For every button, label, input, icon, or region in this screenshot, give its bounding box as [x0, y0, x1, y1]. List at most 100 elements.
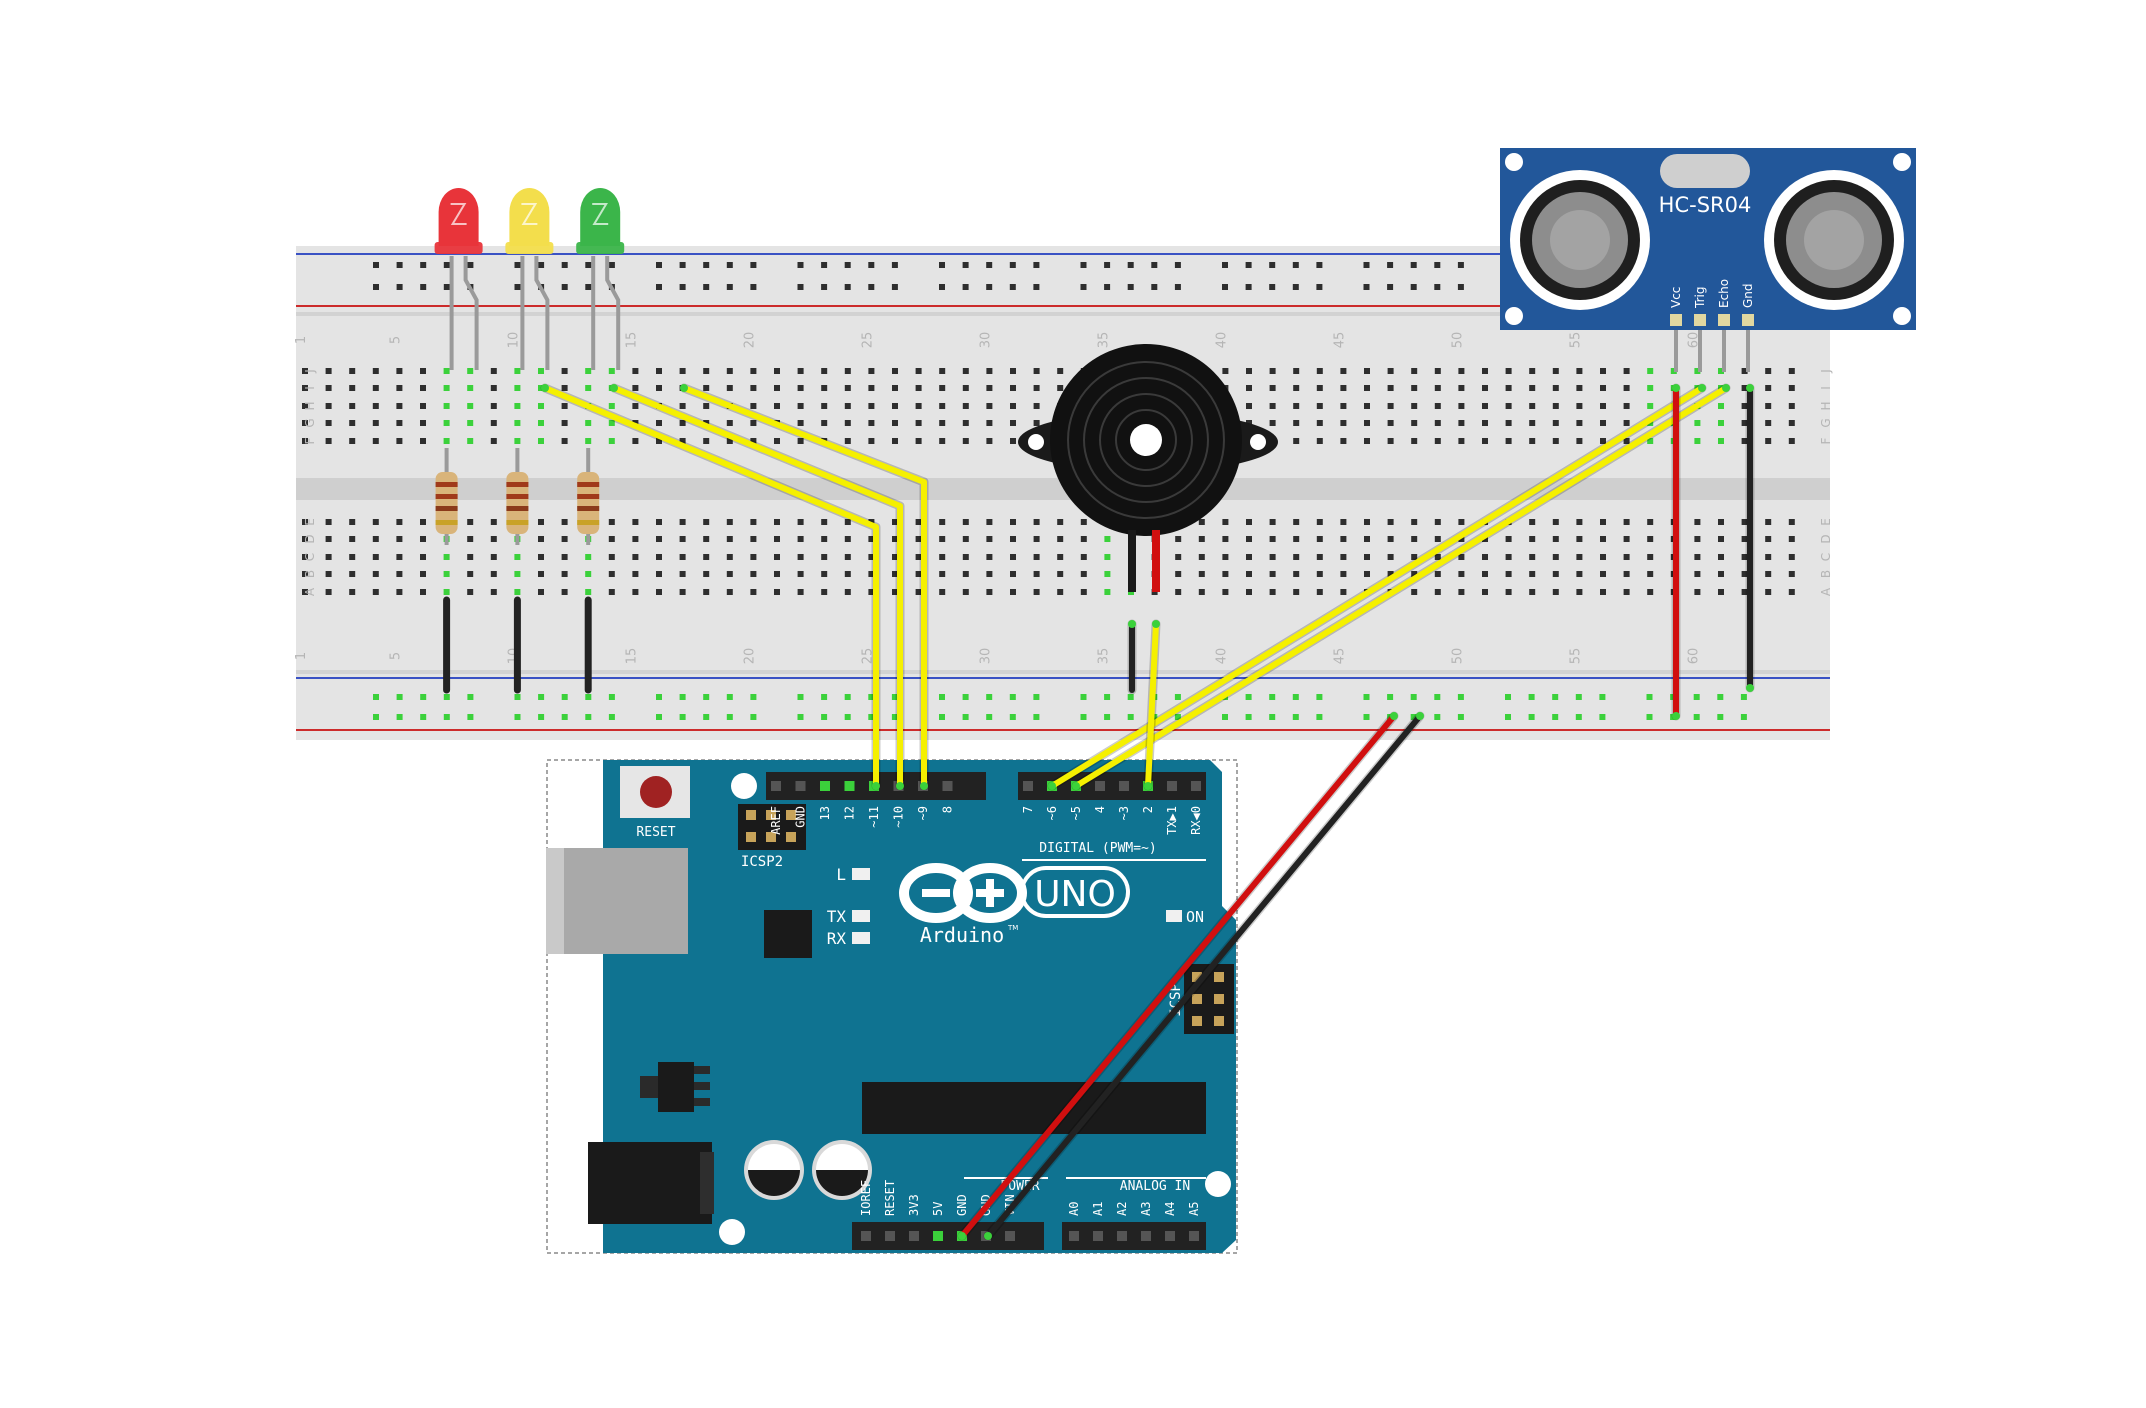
breadboard-hole — [656, 519, 662, 525]
breadboard-hole — [1010, 554, 1016, 560]
breadboard-hole — [1552, 519, 1559, 525]
breadboard-hole — [538, 589, 544, 595]
breadboard-hole — [703, 368, 710, 374]
rail-hole — [1245, 262, 1252, 268]
breadboard-hole — [1741, 368, 1748, 374]
pin-label: A4 — [1163, 1202, 1177, 1216]
rail-hole — [561, 714, 568, 720]
wire-trig-to-d6 — [1049, 385, 1705, 789]
breadboard-hole — [656, 589, 662, 595]
breadboard-hole — [656, 385, 662, 391]
breadboard-hole — [1364, 420, 1370, 426]
breadboard-hole — [1765, 368, 1772, 374]
breadboard-hole — [679, 589, 686, 595]
breadboard-hole — [467, 554, 474, 560]
breadboard-hole — [561, 519, 568, 525]
connection-dot — [1746, 384, 1754, 392]
breadboard-hole — [1340, 536, 1347, 542]
connection-dot — [872, 782, 880, 790]
connection-dot — [1390, 712, 1398, 720]
breadboard-hole — [1765, 554, 1772, 560]
rail-hole — [1104, 284, 1111, 290]
breadboard-hole — [1529, 571, 1536, 577]
rail-hole — [1434, 284, 1441, 290]
breadboard-hole — [1387, 519, 1394, 525]
breadboard-hole — [561, 385, 568, 391]
breadboard-hole — [892, 403, 898, 409]
rail-hole — [750, 262, 757, 268]
breadboard-hole — [868, 368, 875, 374]
rail-hole — [1646, 694, 1653, 700]
breadboard-hole — [844, 368, 851, 374]
breadboard-hole — [1411, 403, 1418, 409]
breadboard-hole — [1694, 571, 1701, 577]
wire-yellow-led-to-d12 — [611, 385, 903, 789]
connection-dot — [1128, 620, 1136, 628]
breadboard-hole — [1529, 385, 1536, 391]
breadboard-hole — [1057, 589, 1064, 595]
breadboard-hole — [1246, 554, 1252, 560]
column-number: 20 — [742, 648, 757, 665]
header-pin — [1095, 781, 1105, 791]
breadboard-hole — [1198, 519, 1205, 525]
sensor-pin-pad — [1742, 314, 1754, 326]
breadboard-hole — [561, 403, 568, 409]
sensor-pin-label: Gnd — [1741, 283, 1755, 308]
breadboard-hole — [1458, 368, 1465, 374]
breadboard-hole — [514, 571, 521, 577]
breadboard-hole — [1340, 420, 1347, 426]
rail-hole — [1434, 714, 1441, 720]
breadboard-hole — [1434, 368, 1441, 374]
breadboard-hole — [490, 438, 497, 444]
wire-green-led-to-d11 — [681, 385, 927, 789]
breadboard-hole — [349, 368, 356, 374]
breadboard-hole — [1505, 385, 1512, 391]
breadboard-hole — [349, 589, 356, 595]
rail-hole — [1009, 714, 1016, 720]
breadboard-hole — [915, 385, 922, 391]
rail-hole — [1269, 284, 1276, 290]
breadboard-hole — [1552, 536, 1559, 542]
breadboard-hole — [1293, 571, 1300, 577]
breadboard-hole — [1340, 554, 1347, 560]
icsp2-header — [738, 804, 806, 850]
breadboard-hole — [443, 403, 450, 409]
breadboard-hole — [302, 536, 308, 542]
breadboard-hole — [514, 554, 521, 560]
breadboard-hole — [1788, 519, 1795, 525]
breadboard-hole — [1623, 420, 1630, 426]
breadboard-hole — [1222, 554, 1229, 560]
rail-hole — [939, 694, 945, 700]
breadboard-hole — [467, 589, 474, 595]
wire-red-led-to-d13 — [542, 385, 879, 789]
rail-hole — [1174, 714, 1181, 720]
breadboard-hole — [1741, 438, 1748, 444]
rail-hole — [1292, 262, 1299, 268]
breadboard-hole — [1765, 519, 1772, 525]
breadboard-hole — [962, 420, 969, 426]
breadboard-hole — [1600, 385, 1606, 391]
breadboard-hole — [892, 438, 898, 444]
breadboard-hole — [1718, 403, 1724, 409]
voltage-regulator — [658, 1062, 694, 1112]
header-pin — [820, 781, 830, 791]
rail-hole — [986, 694, 993, 700]
breadboard-hole — [821, 420, 828, 426]
breadboard-hole — [1718, 438, 1724, 444]
rail-hole — [443, 262, 450, 268]
breadboard-hole — [1269, 403, 1276, 409]
breadboard-hole — [608, 420, 615, 426]
rail-hole — [396, 714, 403, 720]
led-green — [576, 188, 625, 370]
sensor-mount-hole — [1893, 307, 1911, 325]
breadboard-hole — [1623, 385, 1630, 391]
rail-hole — [891, 284, 898, 290]
pin-label: 5V — [931, 1202, 945, 1216]
breadboard-hole — [632, 571, 639, 577]
pin-label: A0 — [1067, 1202, 1081, 1216]
breadboard-hole — [608, 368, 615, 374]
rail-hole — [1457, 284, 1464, 290]
breadboard-hole — [1364, 368, 1370, 374]
breadboard-hole — [325, 589, 332, 595]
breadboard-hole — [774, 571, 780, 577]
